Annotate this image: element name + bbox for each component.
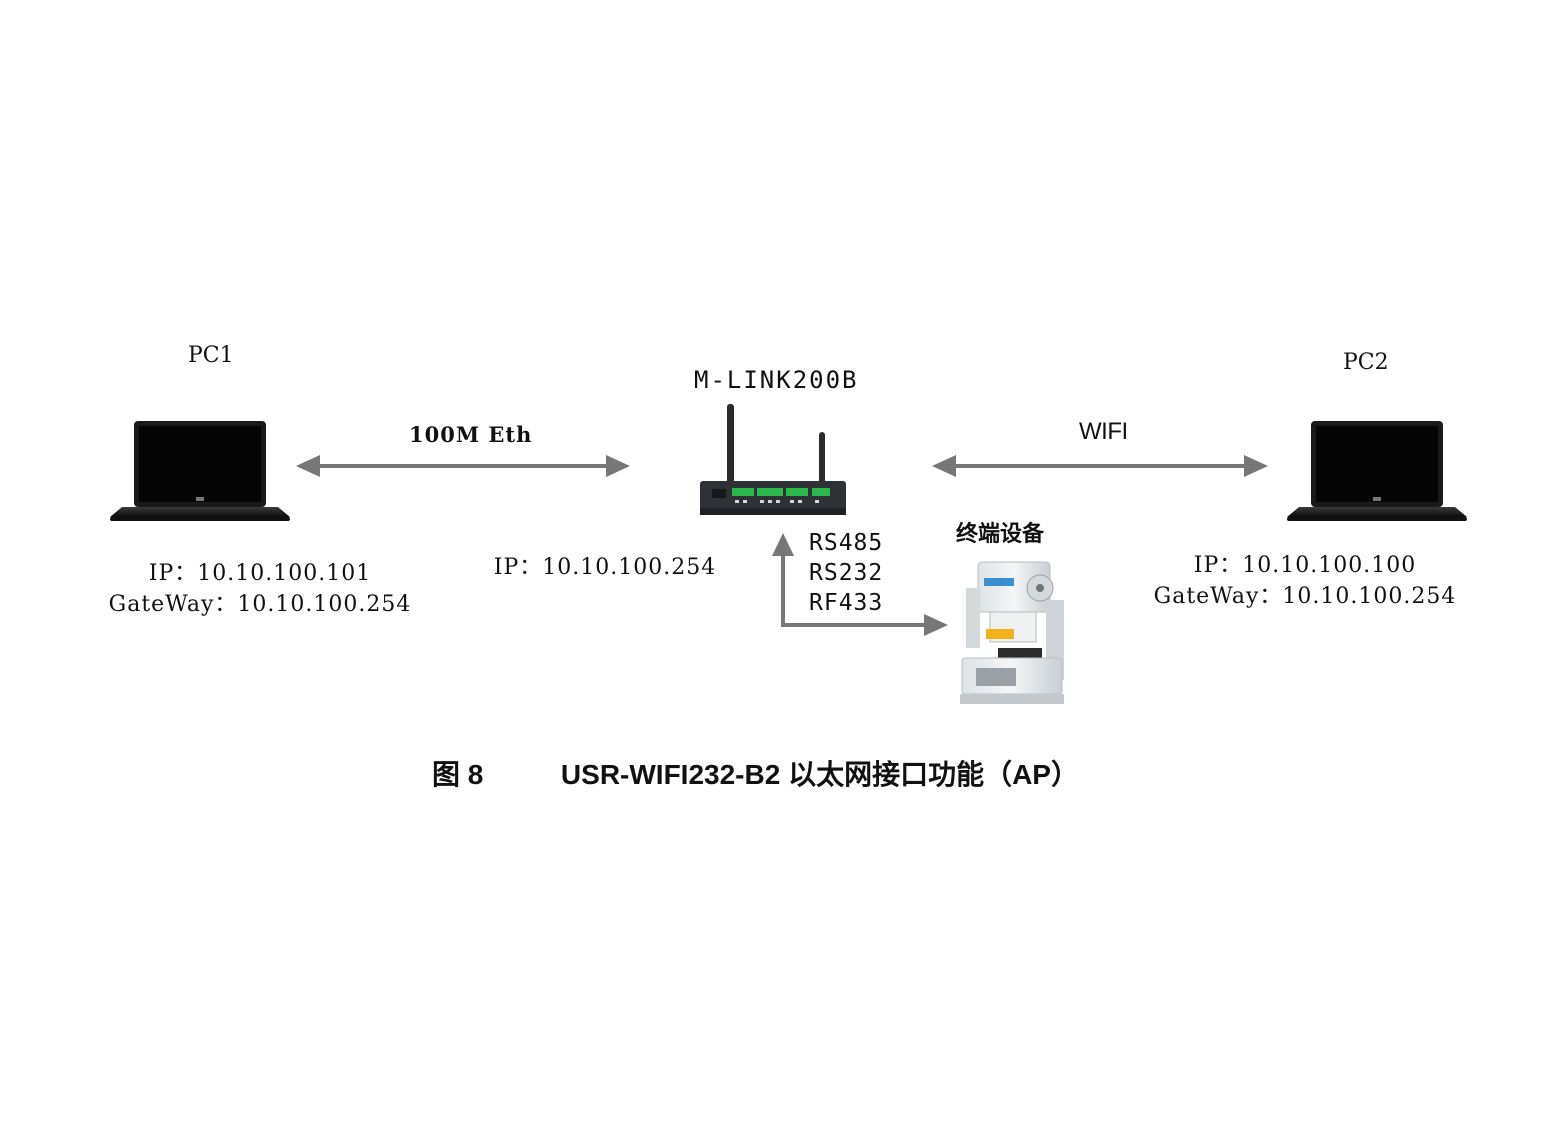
router-address-block: IP：10.10.100.254 <box>472 552 738 583</box>
serial-port-label: RS232 <box>809 560 884 586</box>
serial-link-arrow <box>772 533 948 636</box>
figure-number: 图 8 <box>432 759 484 790</box>
pc1-laptop-icon <box>110 421 290 521</box>
pc1-ip: IP：10.10.100.101 <box>148 561 372 586</box>
pc2-laptop-icon <box>1287 421 1467 521</box>
terminal-device-icon <box>960 561 1064 704</box>
router-title: M-LINK200B <box>694 366 859 394</box>
pc2-ip: IP：10.10.100.100 <box>1193 553 1417 578</box>
pc2-gateway: GateWay：10.10.100.254 <box>1153 584 1457 609</box>
pc1-gateway: GateWay：10.10.100.254 <box>108 592 412 617</box>
pc1-address-block: IP：10.10.100.101 GateWay：10.10.100.254 <box>95 558 425 620</box>
serial-port-label: RF433 <box>809 590 884 616</box>
router-device-icon <box>700 404 846 515</box>
router-ip: IP：10.10.100.254 <box>493 555 717 580</box>
figure-caption-text: USR-WIFI232-B2 以太网接口功能（AP） <box>560 759 1079 790</box>
pc2-title: PC2 <box>1343 350 1389 375</box>
serial-ports-list: RS485 RS232 RF433 <box>809 528 883 618</box>
pc1-title: PC1 <box>188 343 234 368</box>
terminal-title: 终端设备 <box>956 521 1045 546</box>
pc2-address-block: IP：10.10.100.100 GateWay：10.10.100.254 <box>1138 550 1472 612</box>
wifi-link-arrow <box>932 455 1268 477</box>
eth-link-arrow <box>296 455 630 477</box>
wifi-link-label: WIFI <box>1079 418 1128 445</box>
figure-caption: 图 8 USR-WIFI232-B2 以太网接口功能（AP） <box>432 753 1079 793</box>
serial-port-label: RS485 <box>809 530 884 556</box>
eth-link-label: 100M Eth <box>409 422 533 447</box>
